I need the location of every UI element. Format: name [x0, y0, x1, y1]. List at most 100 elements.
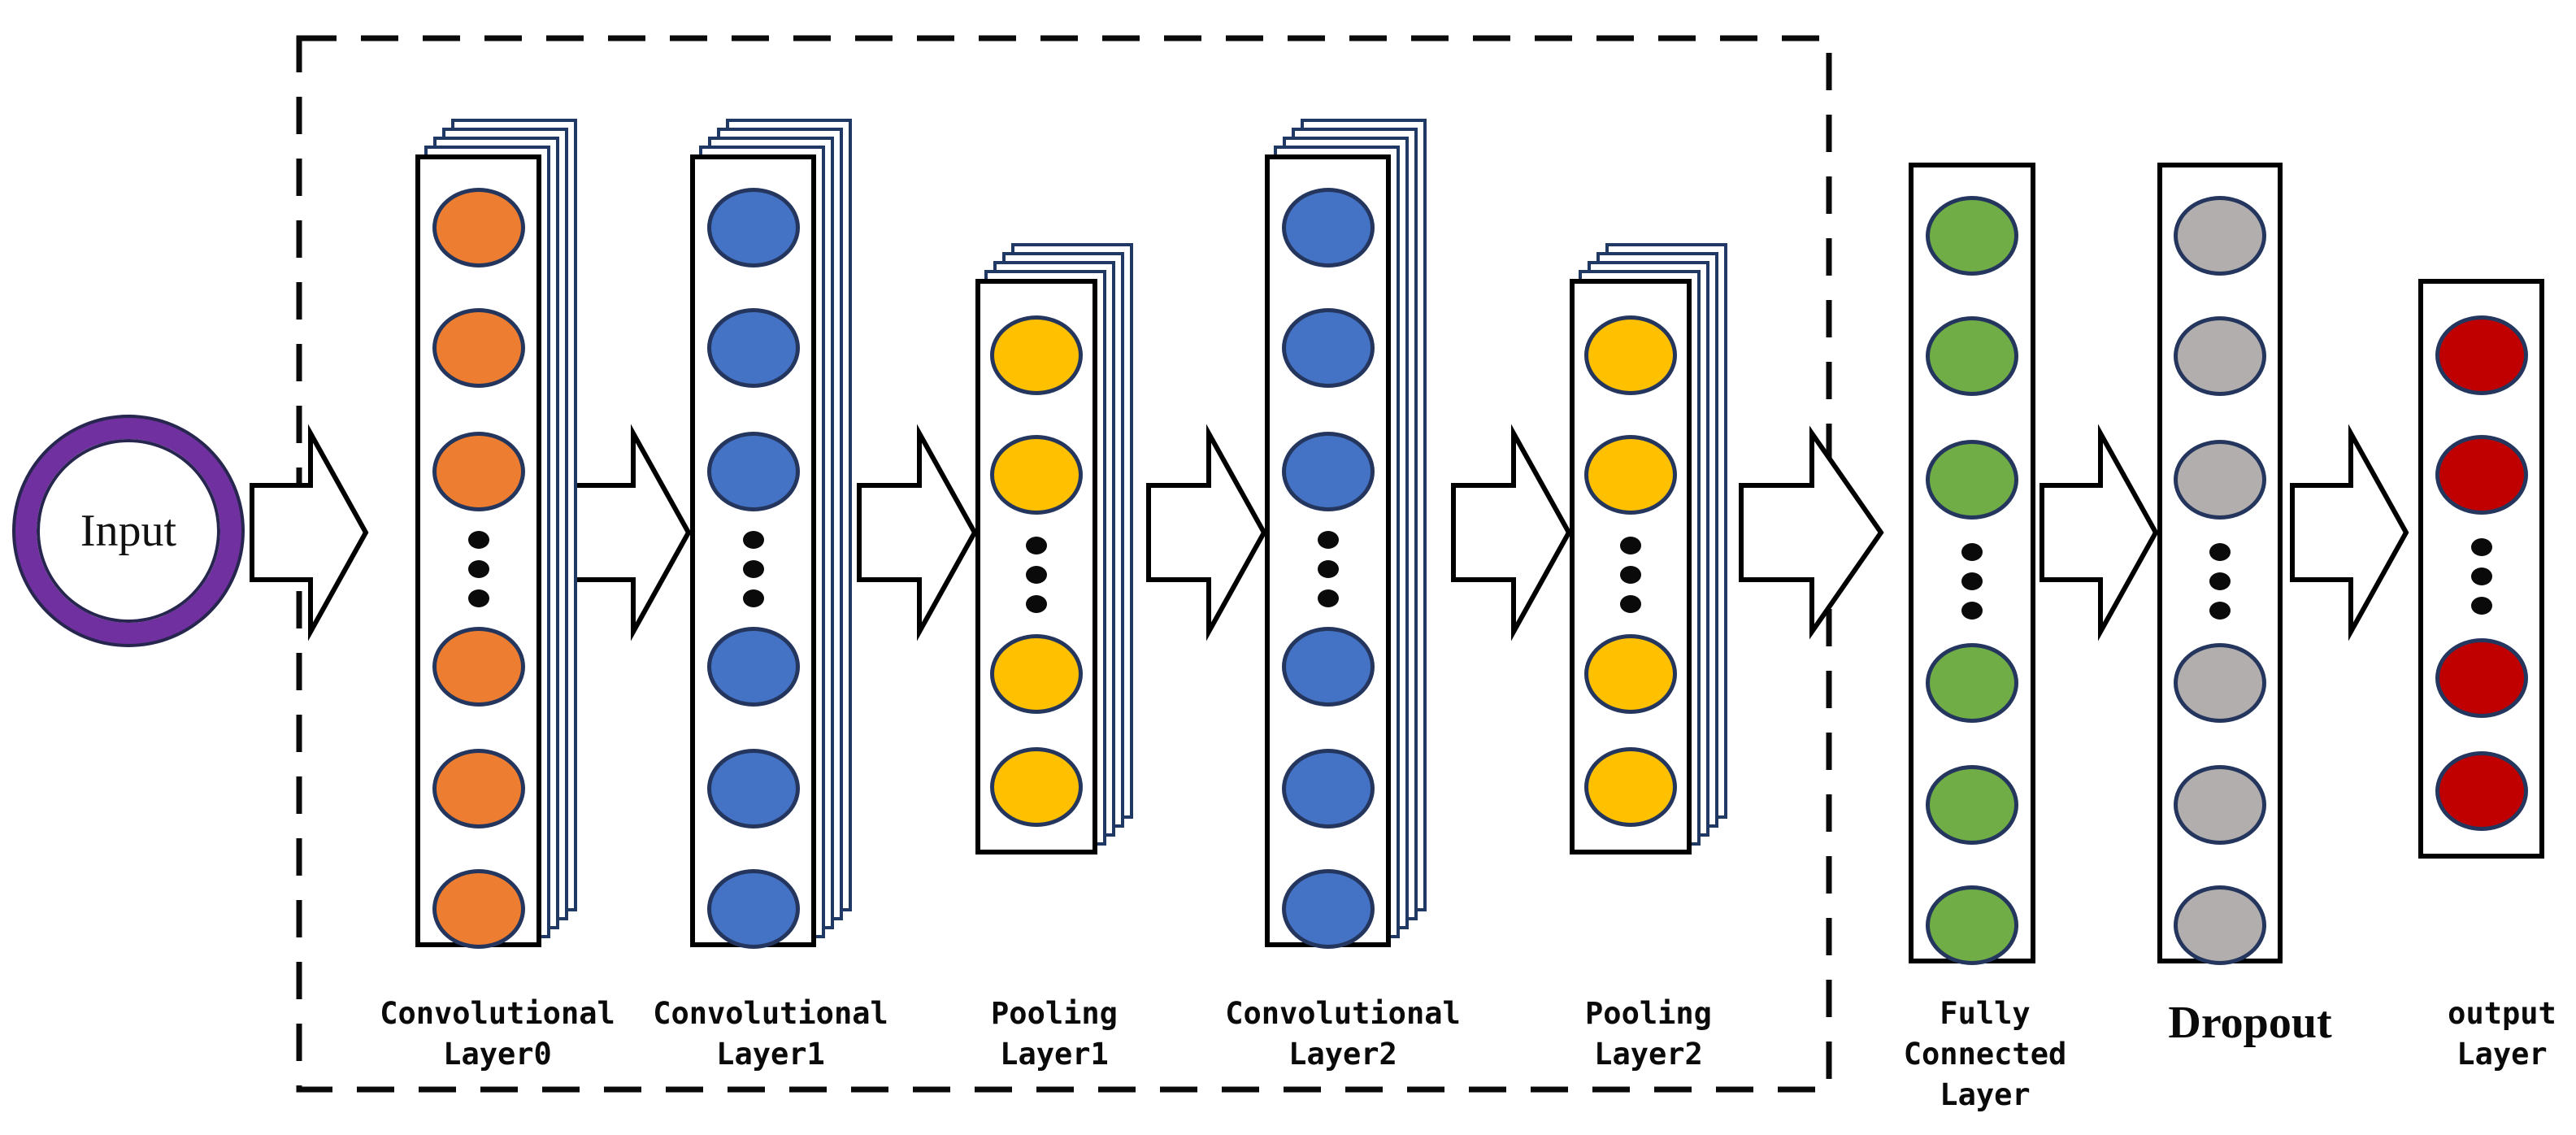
pooling-layer-1-ellipsis-dot — [1026, 594, 1047, 613]
flow-arrow-1 — [250, 424, 369, 641]
flow-arrow-6 — [1739, 425, 1884, 640]
conv-layer-0-label-line: Convolutional — [380, 996, 615, 1031]
input-node: Input — [15, 418, 241, 644]
flow-arrow-2 — [570, 424, 692, 641]
input-node-label: Input — [80, 506, 177, 556]
conv-layer-2-neuron — [1281, 627, 1375, 707]
conv-layer-2-label-line: Layer2 — [1288, 1037, 1397, 1072]
conv-layer-2-label-line: Convolutional — [1225, 996, 1461, 1031]
dropout-ellipsis-dot — [2209, 572, 2231, 590]
pooling-layer-2-neuron — [1584, 315, 1677, 395]
dropout-ellipsis-dot — [2209, 602, 2231, 620]
conv-layer-2-ellipsis-dot — [1317, 589, 1339, 607]
dropout-neuron — [2174, 765, 2266, 845]
fully-connected-layer-neuron — [1926, 196, 2018, 276]
flow-arrow-3 — [857, 424, 978, 641]
flow-arrow-4 — [1146, 424, 1267, 641]
conv-layer-1-label-line: Layer1 — [716, 1037, 825, 1072]
conv-layer-1-ellipsis-dot — [742, 531, 764, 549]
conv-layer-2-ellipsis-dot — [1317, 560, 1339, 578]
conv-layer-1-neuron — [706, 188, 800, 267]
flow-arrow-5 — [1451, 424, 1572, 641]
pooling-layer-1-ellipsis-dot — [1026, 536, 1047, 554]
output-layer-label-line: Layer — [2457, 1037, 2548, 1072]
fully-connected-layer-ellipsis-dot — [1961, 572, 1983, 590]
conv-layer-0-ellipsis-dot — [467, 531, 489, 549]
fully-connected-layer-label-line: Layer — [1940, 1077, 2031, 1112]
fully-connected-layer-neuron — [1926, 765, 2018, 845]
conv-layer-0-neuron — [432, 627, 525, 707]
conv-layer-0-box — [415, 154, 541, 949]
conv-layer-1-neuron — [706, 627, 800, 707]
dropout-neuron — [2174, 316, 2266, 396]
pooling-layer-1-box — [975, 279, 1097, 855]
conv-layer-1-label-line: Convolutional — [653, 996, 888, 1031]
fully-connected-layer-neuron — [1926, 885, 2018, 965]
conv-layer-0-ellipsis-dot — [467, 560, 489, 578]
conv-layer-0-neuron — [432, 432, 525, 511]
conv-layer-2-neuron — [1281, 188, 1375, 267]
dropout-label-line: Dropout — [2168, 998, 2332, 1048]
pooling-layer-2-label-line: Pooling — [1585, 996, 1712, 1031]
conv-layer-2-box — [1265, 154, 1391, 949]
conv-layer-1-box — [690, 154, 816, 949]
fully-connected-layer-label-line: Connected — [1903, 1037, 2067, 1072]
pooling-layer-1-ellipsis-dot — [1026, 565, 1047, 584]
output-layer-ellipsis-dot — [2470, 538, 2492, 556]
dropout-neuron — [2174, 440, 2266, 520]
output-layer-label-line: output — [2448, 996, 2556, 1031]
conv-layer-2-neuron — [1281, 869, 1375, 949]
conv-layer-1-ellipsis-dot — [742, 560, 764, 578]
pooling-layer-2-neuron — [1584, 634, 1677, 714]
conv-layer-0-label-line: Layer0 — [443, 1037, 552, 1072]
fully-connected-layer-label-line: Fully — [1940, 996, 2031, 1031]
conv-layer-0-neuron — [432, 188, 525, 267]
pooling-layer-1-label-line: Pooling — [991, 996, 1118, 1031]
pooling-layer-1-label-line: Layer1 — [1000, 1037, 1109, 1072]
conv-layer-1-neuron — [706, 749, 800, 828]
dropout-ellipsis-dot — [2209, 543, 2231, 561]
conv-layer-1-neuron — [706, 869, 800, 949]
conv-layer-0-neuron — [432, 308, 525, 388]
conv-layer-1-neuron — [706, 308, 800, 388]
pooling-layer-1-neuron — [990, 435, 1083, 515]
pooling-layer-1-neuron — [990, 315, 1083, 395]
output-layer-neuron — [2435, 638, 2528, 718]
pooling-layer-2-neuron — [1584, 747, 1677, 827]
dropout-neuron — [2174, 885, 2266, 965]
conv-layer-1-ellipsis-dot — [742, 589, 764, 607]
conv-layer-0-neuron — [432, 749, 525, 828]
pooling-layer-2-neuron — [1584, 435, 1677, 515]
fully-connected-layer-ellipsis-dot — [1961, 543, 1983, 561]
conv-layer-2-neuron — [1281, 432, 1375, 511]
output-layer-neuron — [2435, 751, 2528, 831]
dropout-neuron — [2174, 196, 2266, 276]
fully-connected-layer-neuron — [1926, 440, 2018, 520]
pooling-layer-2-box — [1570, 279, 1692, 855]
fully-connected-layer-neuron — [1926, 643, 2018, 723]
flow-arrow-7 — [2040, 424, 2159, 641]
output-layer-ellipsis-dot — [2470, 568, 2492, 585]
pooling-layer-2-ellipsis-dot — [1620, 536, 1641, 554]
conv-layer-2-ellipsis-dot — [1317, 531, 1339, 549]
dropout-box — [2157, 163, 2283, 965]
pooling-layer-2-label-line: Layer2 — [1594, 1037, 1703, 1072]
output-layer-neuron — [2435, 315, 2528, 395]
output-layer-ellipsis-dot — [2470, 597, 2492, 615]
fully-connected-layer-box — [1909, 163, 2035, 965]
dropout-label: Dropout — [2168, 998, 2331, 1047]
pooling-layer-2-ellipsis-dot — [1620, 594, 1641, 613]
conv-layer-0-neuron — [432, 869, 525, 949]
output-layer-box — [2418, 279, 2544, 859]
conv-layer-2-neuron — [1281, 308, 1375, 388]
pooling-layer-1-neuron — [990, 747, 1083, 827]
conv-layer-0-ellipsis-dot — [467, 589, 489, 607]
conv-layer-2-neuron — [1281, 749, 1375, 828]
